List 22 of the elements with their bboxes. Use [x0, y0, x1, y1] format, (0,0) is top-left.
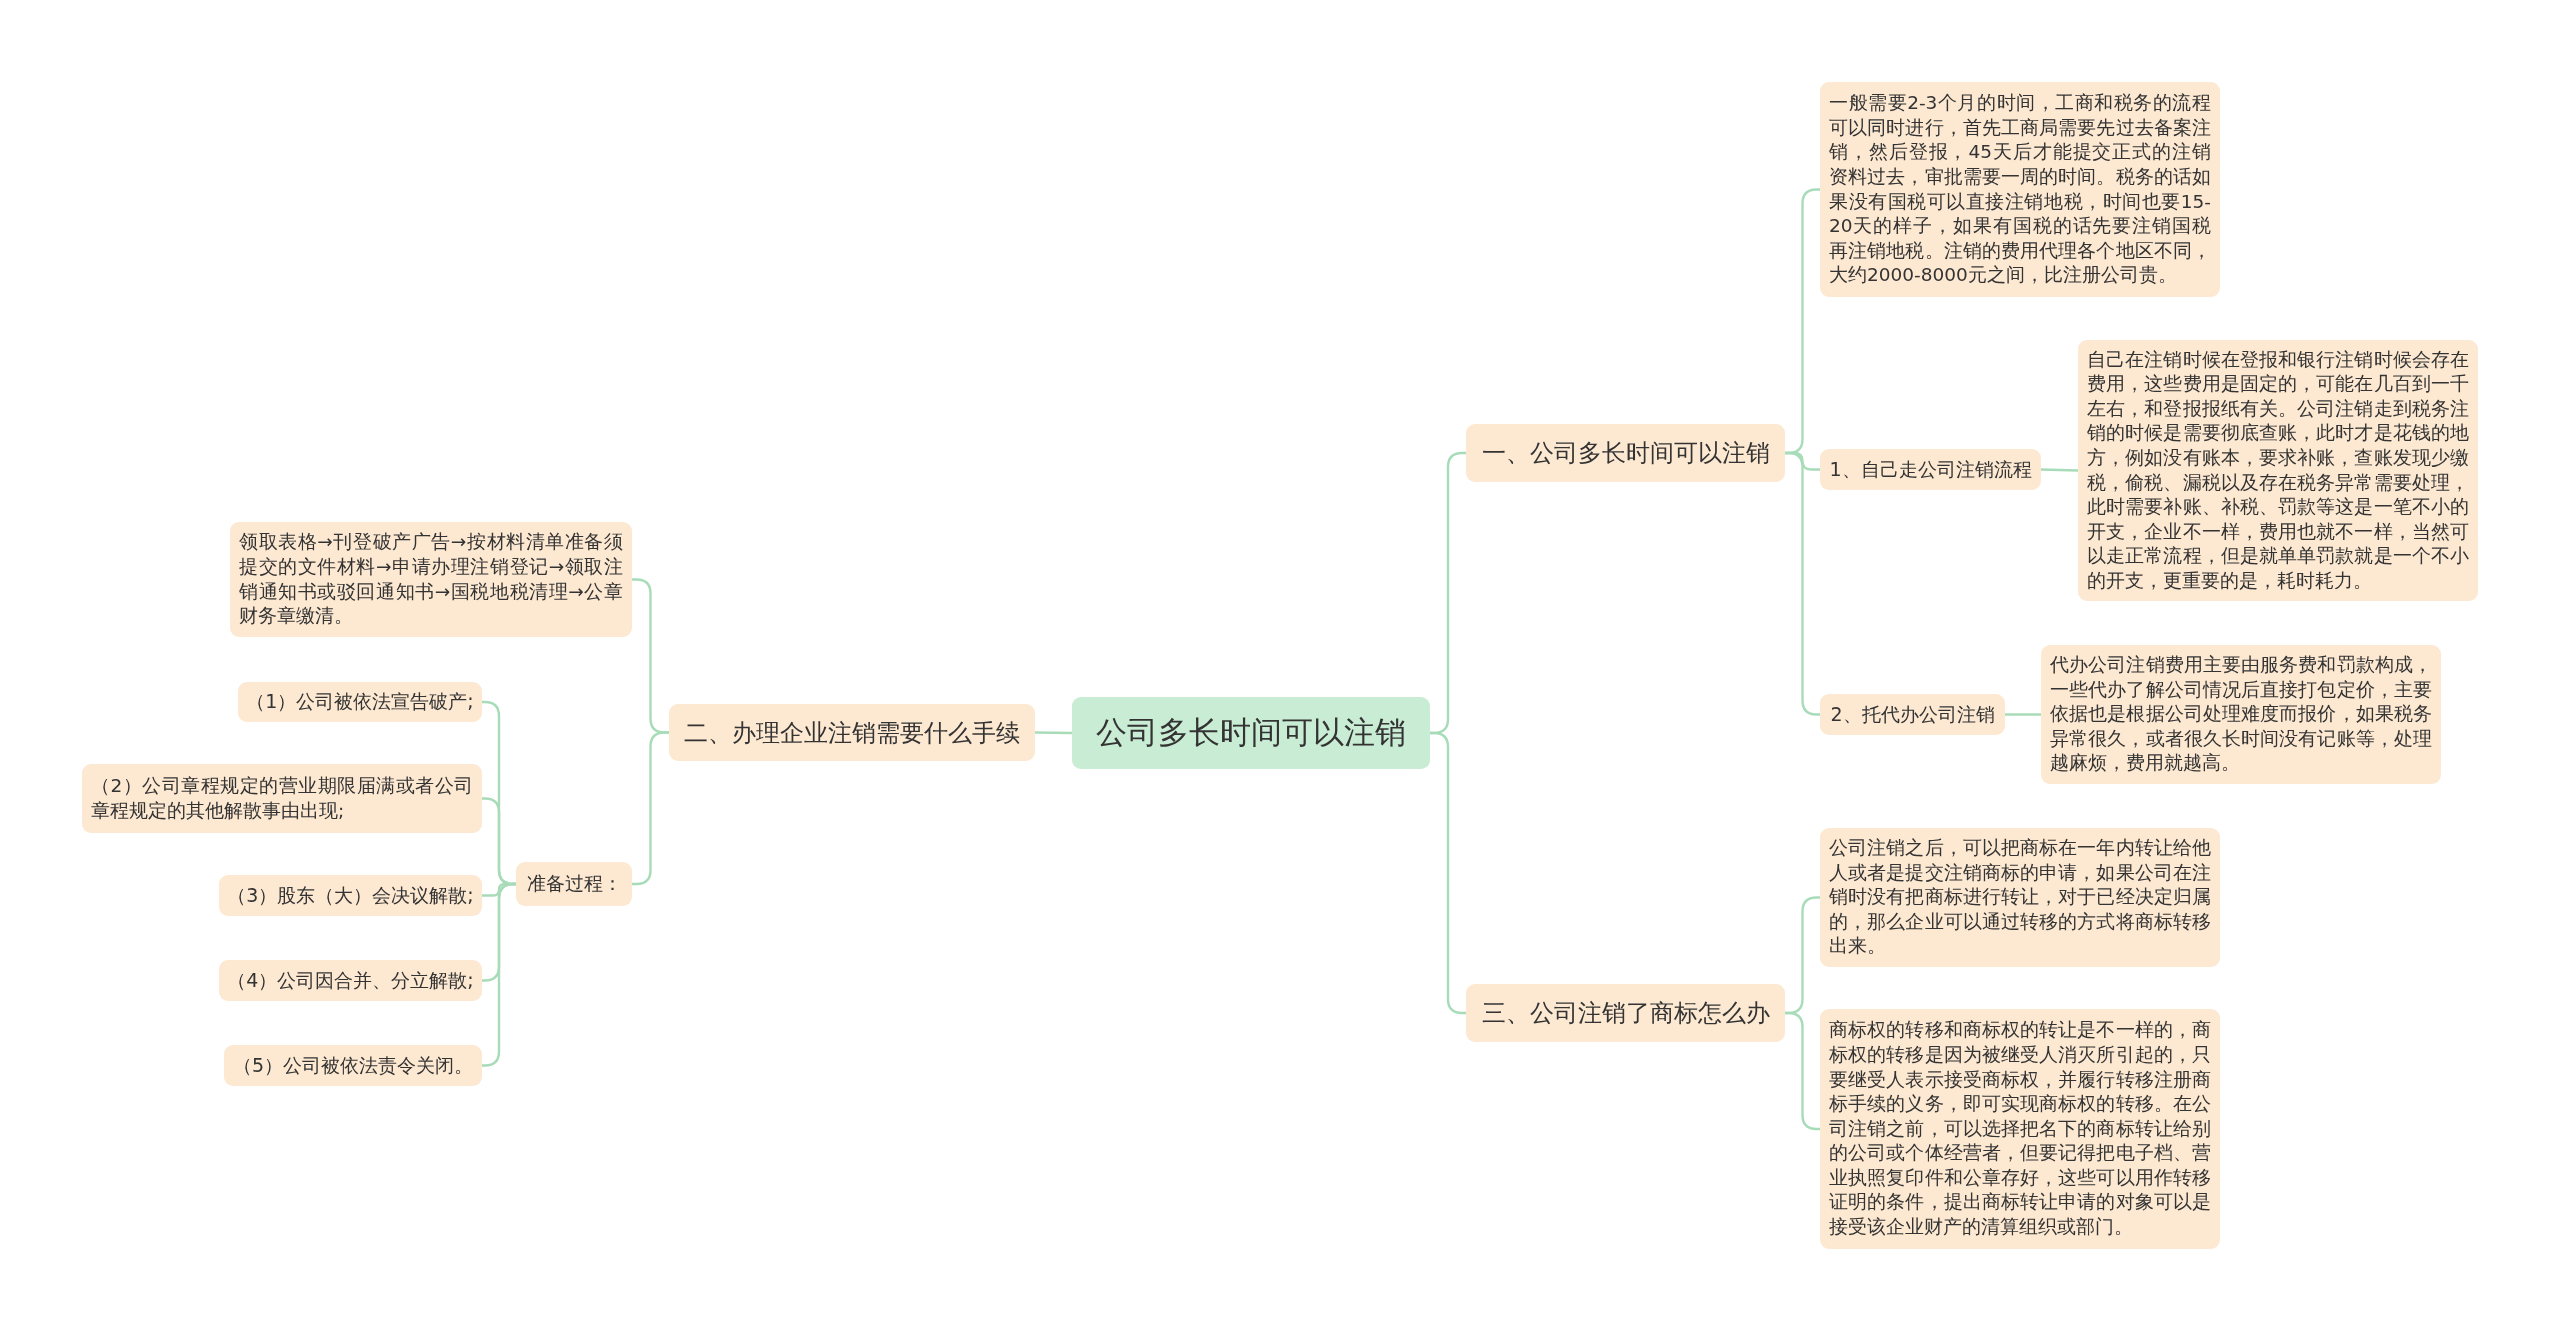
list-item-box: （4）公司因合并、分立解散;	[219, 960, 482, 1001]
list-item-box: （1）公司被依法宣告破产;	[238, 682, 482, 722]
connector-line	[2040, 468, 2079, 472]
central-topic: 公司多长时间可以注销	[1072, 697, 1430, 769]
subtopic-box: 准备过程：	[516, 862, 632, 906]
topic-box: 一、公司多长时间可以注销	[1466, 424, 1785, 482]
connector-line	[482, 882, 516, 1067]
subtopic-box: 2、托代办公司注销	[1820, 694, 2005, 735]
note-box: 领取表格→刊登破产广告→按材料清单准备须提交的文件材料→申请办理注销登记→领取注销通知书或驳回通知书→国税地税清理→公章财务章缴清。	[230, 522, 632, 637]
topic-box: 二、办理企业注销需要什么手续	[669, 704, 1035, 761]
connector-line	[1035, 731, 1072, 735]
connector-line	[2005, 713, 2041, 716]
topic-box: 三、公司注销了商标怎么办	[1466, 984, 1785, 1042]
list-item-box: （5）公司被依法责令关闭。	[224, 1045, 482, 1086]
note-box: 代办公司注销费用主要由服务费和罚款构成，一些代办了解公司情况后直接打包定价，主要依据也是根据公司处理难度而报价，如果税务异常很久，或者很久长时间没有记账等，处理越麻烦，费用就越高。	[2041, 645, 2441, 784]
subtopic-box: 1、自己走公司注销流程	[1820, 449, 2041, 490]
list-item-box: （3）股东（大）会决议解散;	[219, 875, 482, 916]
note-box: 一般需要2-3个月的时间，工商和税务的流程可以同时进行，首先工商局需要先过去备案注销，然后登报，45天后才能提交正式的注销资料过去，审批需要一周的时间。税务的话如果没有国税可以直接注销地税，时间也要15-20天的样子，如果有国税的话先要注销国税再注销地税。注销的费用代理各个地区不同，大约2000-8000元之间，比注册公司贵。	[1820, 82, 2220, 297]
note-box: 自己在注销时候在登报和银行注销时候会存在费用，这些费用是固定的，可能在几百到一千左右，和登报报纸有关。公司注销走到税务注销的时候是需要彻底查账，此时才是花钱的地方，例如没有账本，要求补账，查账发现少缴税，偷税、漏税以及存在税务异常需要处理，此时需要补账、补税、罚款等这是一笔不小的开支，企业不一样，费用也就不一样，当然可以走正常流程，但是就单单罚款就是一个不小的开支，更重要的是，耗时耗力。	[2078, 340, 2478, 601]
note-box: 商标权的转移和商标权的转让是不一样的，商标权的转移是因为被继受人消灭所引起的，只要继受人表示接受商标权，并履行转移注册商标手续的义务，即可实现商标权的转移。在公司注销之前，可以选择把名下的商标转让给别的公司或个体经营者，但要记得把电子档、营业执照复印件和公章存好，这些可以用作转移证明的条件，提出商标转让申请的对象可以是接受该企业财产的清算组织或部门。	[1820, 1009, 2220, 1249]
list-item-box: （2）公司章程规定的营业期限届满或者公司章程规定的其他解散事由出现;	[82, 764, 482, 833]
note-box: 公司注销之后，可以把商标在一年内转让给他人或者是提交注销商标的申请，如果公司在注销时没有把商标进行转让，对于已经决定归属的，那么企业可以通过转移的方式将商标转移出来。	[1820, 828, 2220, 967]
